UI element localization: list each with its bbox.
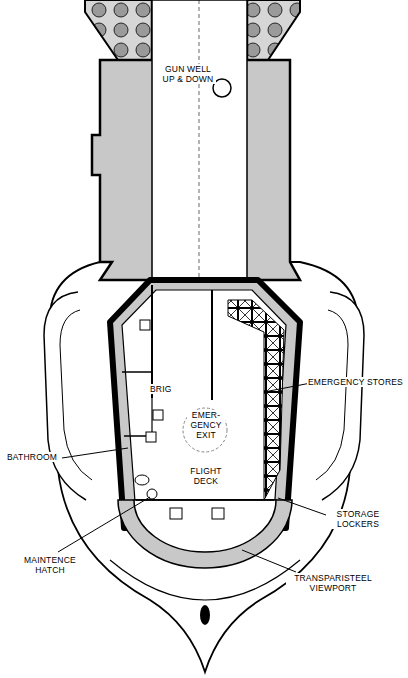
room-label: BRIG bbox=[149, 384, 173, 394]
callout-label: BATHROOM bbox=[6, 452, 58, 462]
room-label: FLIGHT DECK bbox=[181, 466, 231, 486]
callout-label: GUN WELL UP & DOWN bbox=[160, 64, 216, 84]
callout-label: TRANSPARISTEEL VIEWPORT bbox=[286, 573, 380, 593]
room-label: EMER- GENCY EXIT bbox=[187, 410, 225, 440]
callout-label: STORAGE LOCKERS bbox=[328, 509, 388, 529]
leader-lines bbox=[58, 382, 326, 572]
callout-label: EMERGENCY STORES bbox=[307, 377, 404, 387]
callout-label: MAINTENCE HATCH bbox=[18, 555, 82, 575]
